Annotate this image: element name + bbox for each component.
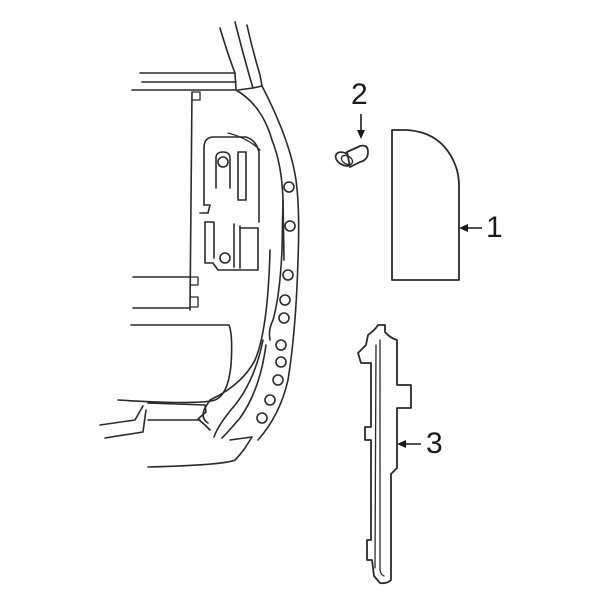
callout-number-1: 1 [486, 211, 503, 244]
part-2-push-pin [334, 144, 369, 168]
callout-arrows [357, 114, 482, 448]
lamp-opening [199, 132, 261, 271]
lower-quarter-panel [99, 249, 271, 468]
callout-number-2: 2 [351, 78, 368, 111]
part-1-cover-panel [391, 129, 460, 281]
part-3-trim-strip [357, 324, 412, 585]
vehicle-body-outline [131, 21, 300, 441]
mounting-holes [256, 181, 296, 424]
callout-number-3: 3 [426, 427, 443, 460]
